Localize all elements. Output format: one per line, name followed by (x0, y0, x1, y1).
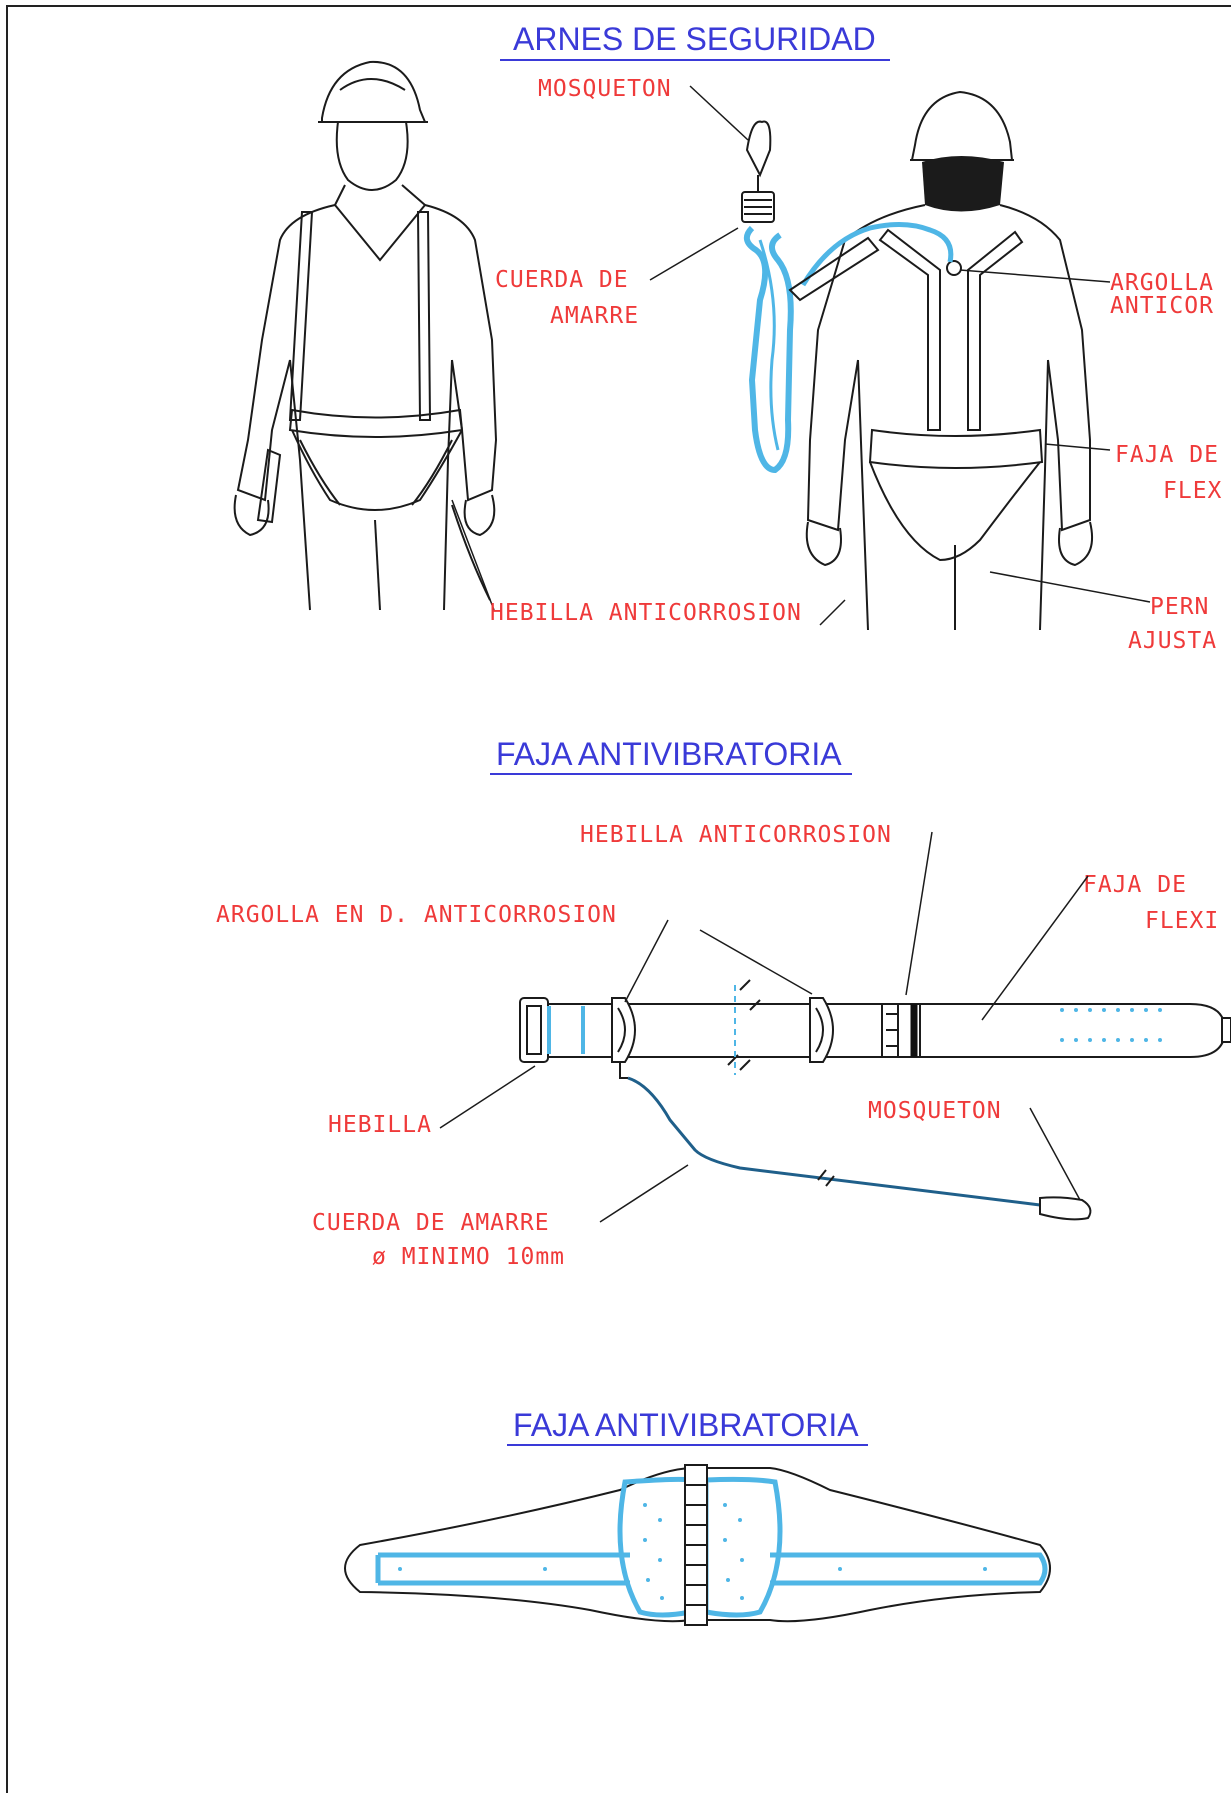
harness-label-lanyard-1: CUERDA DE (495, 267, 629, 293)
belt-top-view-drawing (345, 1465, 1050, 1625)
belt-top-section: FAJA ANTIVIBRATORIA (345, 1407, 1050, 1625)
harness-label-carabiner: MOSQUETON (538, 76, 672, 102)
belt-top-title: FAJA ANTIVIBRATORIA (513, 1407, 859, 1443)
belt-section: FAJA ANTIVIBRATORIA HEBILLA ANTICORROSIO… (216, 736, 1231, 1270)
belt-title: FAJA ANTIVIBRATORIA (496, 736, 842, 772)
belt-label-buckle-top: HEBILLA ANTICORROSION (580, 822, 892, 848)
belt-strap-drawing (520, 980, 1231, 1075)
harness-label-waist-strap-2: FLEX (1163, 478, 1222, 504)
harness-label-lanyard-2: AMARRE (550, 303, 639, 329)
harness-title: ARNES DE SEGURIDAD (513, 21, 876, 57)
harness-section: ARNES DE SEGURIDAD (235, 21, 1223, 654)
belt-label-strap-1: FAJA DE (1083, 872, 1187, 898)
lanyard-drawing (742, 122, 791, 470)
front-worker-figure (235, 62, 496, 610)
back-worker-figure (790, 92, 1092, 630)
harness-leaders (452, 86, 1150, 625)
belt-label-lanyard-1: CUERDA DE AMARRE (312, 1210, 550, 1236)
belt-label-carabiner: MOSQUETON (868, 1098, 1002, 1124)
belt-label-lanyard-2: ø MINIMO 10mm (372, 1244, 565, 1270)
harness-label-adjust-bolt-1: PERN (1150, 594, 1209, 620)
belt-lanyard-drawing (620, 1062, 1090, 1219)
harness-label-buckle: HEBILLA ANTICORROSION (490, 600, 802, 626)
belt-label-strap-2: FLEXI (1145, 908, 1219, 934)
harness-label-adjust-bolt-2: AJUSTA (1128, 628, 1217, 654)
belt-label-d-ring: ARGOLLA EN D. ANTICORROSION (216, 902, 617, 928)
belt-perforations (1060, 1008, 1162, 1042)
harness-label-waist-strap-1: FAJA DE (1115, 442, 1219, 468)
harness-label-d-ring-2: ANTICOR (1110, 293, 1214, 319)
belt-label-buckle: HEBILLA (328, 1112, 432, 1138)
